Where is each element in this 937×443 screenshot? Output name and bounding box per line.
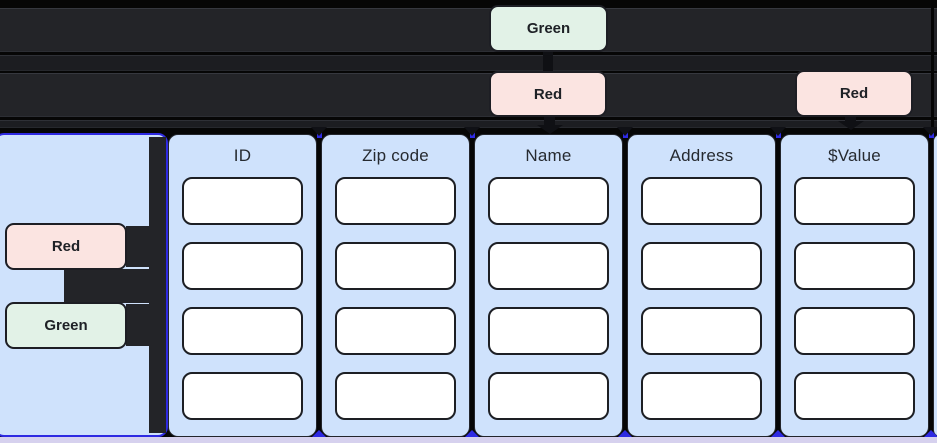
green-badge-panel[interactable]: Green: [5, 302, 127, 349]
connector-green-to-spine: [126, 304, 150, 346]
connector-red-to-spine: [126, 226, 150, 267]
connector-green-to-red: [543, 48, 553, 74]
table-cell[interactable]: [794, 177, 915, 225]
gap-top-notch-icon: [923, 127, 937, 136]
column-header: Zip code: [362, 146, 429, 165]
gap-bottom-nub-icon: [465, 430, 479, 437]
table-cell[interactable]: [335, 177, 456, 225]
table-cell[interactable]: [641, 242, 762, 290]
gap-bottom-nub-icon: [924, 430, 937, 437]
red-badge-panel[interactable]: Red: [5, 223, 127, 270]
table-cell[interactable]: [182, 242, 303, 290]
column-header: ID: [233, 146, 252, 165]
badge-label: Green: [44, 317, 88, 334]
connector-red-right-stem: [845, 115, 856, 122]
table-cell[interactable]: [335, 372, 456, 420]
connector-red-stem: [544, 115, 555, 126]
table-cell[interactable]: [335, 307, 456, 355]
lane-row-2: [0, 55, 937, 71]
badge-label: Red: [51, 238, 81, 255]
table-cell[interactable]: [488, 177, 609, 225]
panel-spine: [149, 137, 166, 433]
red-badge-top-center[interactable]: Red: [489, 71, 607, 117]
arrow-down-icon: [838, 121, 864, 130]
table-column-address: Address: [627, 134, 776, 437]
connector-elbow: [64, 269, 150, 303]
green-badge-top[interactable]: Green: [489, 5, 608, 52]
gap-top-notch-icon: [464, 127, 480, 136]
column-header: $Value: [828, 146, 881, 165]
table-cell[interactable]: [488, 242, 609, 290]
table-cell[interactable]: [794, 242, 915, 290]
gap-top-notch-icon: [311, 127, 327, 136]
table-cell[interactable]: [641, 177, 762, 225]
table-column-zip-code: Zip code: [321, 134, 470, 437]
gap-bottom-nub-icon: [771, 430, 785, 437]
table-cell[interactable]: [488, 307, 609, 355]
table-cell[interactable]: [641, 372, 762, 420]
badge-label: Green: [526, 20, 571, 37]
table-cell[interactable]: [794, 372, 915, 420]
bottom-surface: [0, 437, 937, 443]
table-column-name: Name: [474, 134, 623, 437]
table-column-id: ID: [168, 134, 317, 437]
table-cell[interactable]: [182, 177, 303, 225]
table-cell[interactable]: [794, 307, 915, 355]
table-cell[interactable]: [335, 242, 456, 290]
lane-right-seam: [931, 0, 934, 133]
badge-label: Red: [533, 85, 563, 103]
table-cell[interactable]: [641, 307, 762, 355]
gap-bottom-nub-icon: [312, 430, 326, 437]
gap-top-notch-icon: [617, 127, 633, 136]
gap-top-notch-icon: [770, 127, 786, 136]
badge-label: Red: [839, 85, 869, 102]
gap-bottom-nub-icon: [618, 430, 632, 437]
red-badge-top-right[interactable]: Red: [795, 70, 913, 117]
column-header: Address: [669, 146, 734, 165]
table-cell[interactable]: [488, 372, 609, 420]
table-column-partial: [933, 134, 937, 437]
lane-row-3: [0, 73, 937, 117]
table-column-value: $Value: [780, 134, 929, 437]
column-header: Name: [525, 146, 572, 165]
table-cell[interactable]: [182, 307, 303, 355]
table-cell[interactable]: [182, 372, 303, 420]
arrow-down-icon: [537, 125, 563, 134]
lane-row-1: [0, 8, 937, 52]
